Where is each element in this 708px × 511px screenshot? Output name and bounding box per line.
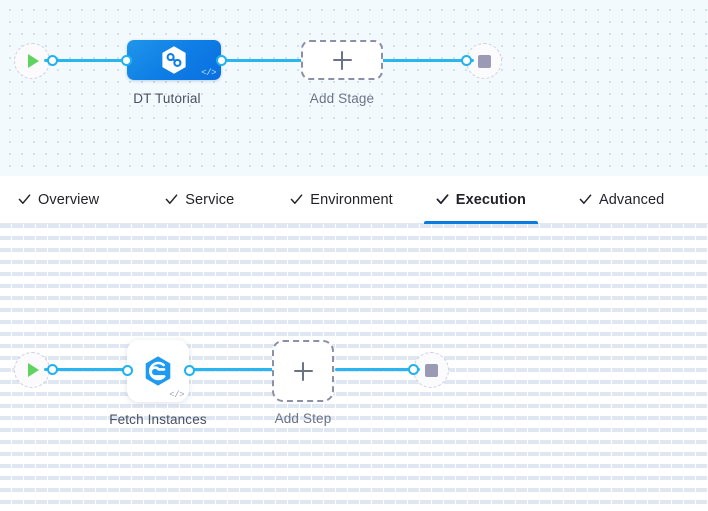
check-icon (290, 193, 303, 206)
tab-advanced-label: Advanced (599, 191, 665, 208)
add-step-node[interactable] (272, 340, 334, 402)
tab-execution[interactable]: Execution (423, 176, 538, 224)
pipeline-start-node[interactable] (14, 43, 58, 79)
step-node-output-port[interactable] (184, 365, 195, 376)
plus-icon (293, 361, 313, 381)
play-icon (28, 54, 39, 68)
hexagon-spiral-icon (145, 356, 171, 386)
start-node-circle[interactable] (14, 43, 50, 79)
wire-start-to-stage (44, 59, 136, 62)
pipeline-end-node[interactable] (461, 43, 502, 79)
add-step-button[interactable] (272, 340, 334, 402)
step-node-card[interactable]: </> (127, 340, 189, 402)
stage-node-card[interactable]: </> (127, 40, 221, 80)
check-icon (165, 193, 178, 206)
plus-icon (332, 50, 352, 70)
stop-icon (424, 363, 438, 377)
step-node-label: Fetch Instances (109, 412, 207, 427)
play-icon (28, 363, 39, 377)
stage-node-dt-tutorial[interactable]: </> (121, 40, 227, 80)
execution-step-canvas[interactable]: </> Fetch Instances Add Step (0, 224, 708, 511)
stage-node-input-port[interactable] (121, 55, 132, 66)
start-node-output-port[interactable] (47, 55, 58, 66)
check-icon (18, 193, 31, 206)
code-icon: </> (169, 390, 184, 400)
start-node-output-port[interactable] (47, 364, 58, 375)
end-node-input-port[interactable] (461, 55, 472, 66)
execution-end-node[interactable] (408, 352, 449, 388)
start-node-circle[interactable] (14, 352, 50, 388)
check-icon (436, 193, 449, 206)
step-node-input-port[interactable] (122, 365, 133, 376)
tab-advanced[interactable]: Advanced (579, 176, 664, 224)
add-step-label: Add Step (274, 411, 332, 426)
tab-service[interactable]: Service (165, 176, 234, 224)
wire-add-step-to-end (335, 368, 420, 371)
tab-execution-label: Execution (455, 191, 526, 208)
tab-service-label: Service (185, 191, 235, 208)
hexagon-infinity-icon (162, 46, 186, 74)
execution-start-node[interactable] (14, 352, 58, 388)
tab-overview-label: Overview (38, 191, 100, 208)
stage-node-output-port[interactable] (216, 55, 227, 66)
stop-icon (477, 54, 491, 68)
tab-overview[interactable]: Overview (18, 176, 99, 224)
add-stage-button[interactable] (301, 40, 383, 80)
stage-node-label: DT Tutorial (133, 91, 201, 106)
tab-environment-label: Environment (310, 191, 393, 208)
wire-step-to-add-step (186, 368, 276, 371)
add-stage-label: Add Stage (309, 91, 375, 106)
stage-config-tabs[interactable]: Overview Service Environment (0, 176, 708, 224)
check-icon (579, 193, 592, 206)
tab-environment[interactable]: Environment (290, 176, 393, 224)
tab-underline (423, 220, 538, 224)
end-node-input-port[interactable] (408, 364, 419, 375)
wire-stage-to-add-stage (214, 59, 306, 62)
wire-start-to-step (44, 368, 184, 371)
add-stage-node[interactable] (301, 40, 383, 80)
step-node-fetch-instances[interactable]: </> (122, 340, 195, 402)
pipeline-stage-canvas[interactable]: </> DT Tutorial Add Stage (0, 0, 708, 176)
wire-add-stage-to-end (378, 59, 474, 62)
code-icon: </> (201, 68, 216, 78)
